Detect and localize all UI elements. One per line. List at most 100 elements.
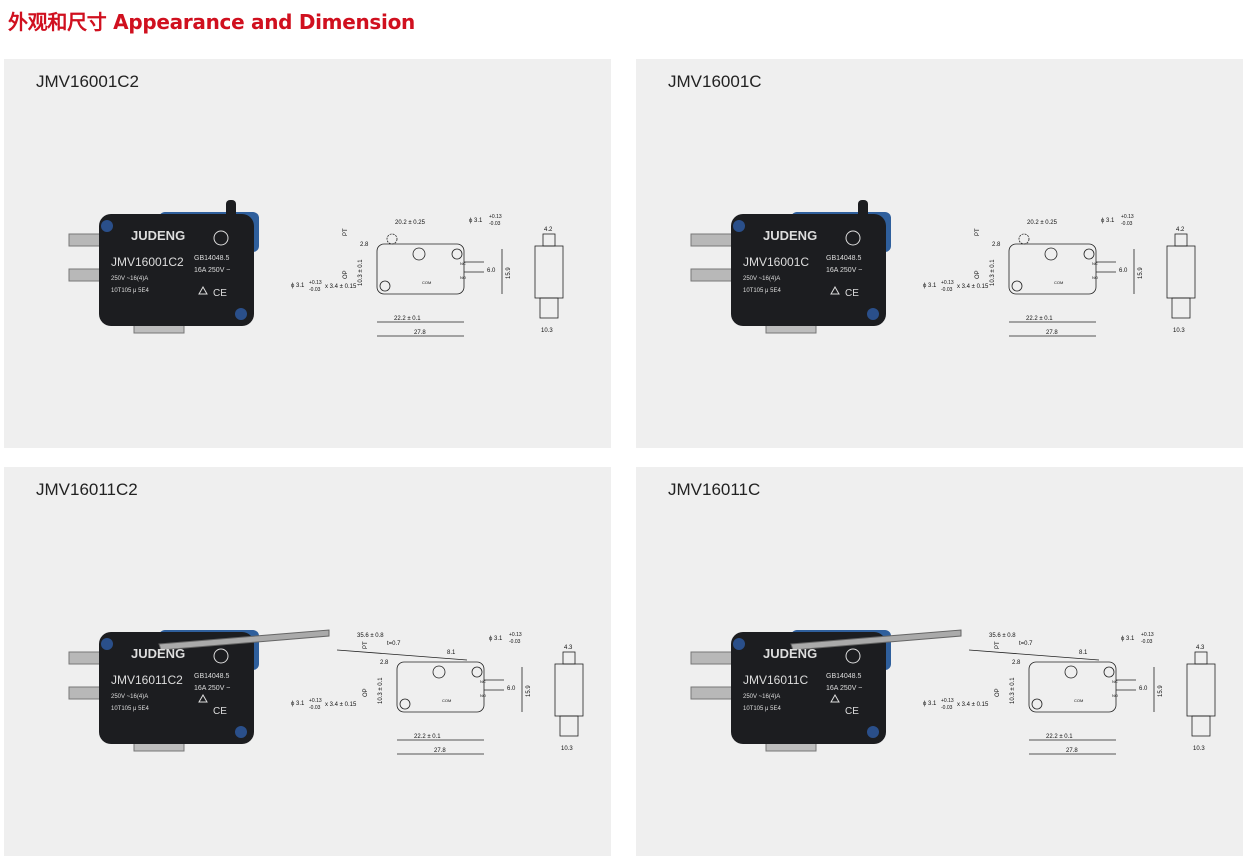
dim-slot: x 3.4 ± 0.15 xyxy=(325,284,357,290)
dim-side-top: 4.2 xyxy=(1176,227,1185,233)
dim-pt: PT xyxy=(975,228,981,236)
spec-label: 10T105 μ 5E4 xyxy=(111,706,149,712)
dim-2-8: 2.8 xyxy=(360,242,369,248)
label-com: COM xyxy=(1054,280,1063,285)
hole-outline xyxy=(1103,666,1115,678)
body-outline xyxy=(376,243,465,295)
brand-label: JUDENG xyxy=(131,646,185,661)
brand-label: JUDENG xyxy=(763,228,817,243)
spec-label: 10T105 μ 5E4 xyxy=(743,706,781,712)
rating-label: 250V ~16(4)A xyxy=(743,694,780,700)
hole-outline xyxy=(1011,280,1023,292)
dim-slot: x 3.4 ± 0.15 xyxy=(957,702,989,708)
dim-op: OP xyxy=(363,688,369,697)
label-nc: NC xyxy=(1112,679,1118,684)
dim-height: 15.9 xyxy=(526,685,532,697)
dim-side-width: 10.3 xyxy=(1173,328,1185,334)
rating-label: 250V ~16(4)A xyxy=(743,276,780,282)
current-label: 16A 250V ~ xyxy=(826,685,862,692)
dim-side-width: 10.3 xyxy=(541,328,553,334)
body-outline xyxy=(1028,661,1117,713)
dim-27-8: 27.8 xyxy=(1066,748,1078,754)
dim-hole2: ϕ 3.1 xyxy=(923,283,937,289)
side-body xyxy=(1166,245,1196,299)
dim-tol-minus: -0.03 xyxy=(941,287,953,293)
dim-terminal-gap: 6.0 xyxy=(487,268,496,274)
mount-hole xyxy=(101,638,113,650)
dim-hole-distance: 20.2 ± 0.25 xyxy=(395,220,426,226)
dimension-drawing: 35.6 ± 0.8t=0.78.1ϕ 3.1+0.13-0.03ϕ 3.1+0… xyxy=(923,632,1216,755)
warning-triangle-icon xyxy=(198,693,208,703)
dim-22-2: 22.2 ± 0.1 xyxy=(394,316,421,322)
product-name: JMV16001C2 xyxy=(36,72,140,91)
standard-label: GB14048.5 xyxy=(194,673,230,680)
hole-outline xyxy=(379,280,391,292)
dim-tol-minus: -0.03 xyxy=(941,705,953,711)
dim-pt: PT xyxy=(343,228,349,236)
model-label: JMV16001C2 xyxy=(111,255,184,269)
dim-tol-plus: +0.13 xyxy=(509,632,522,638)
lever-outline xyxy=(968,649,1100,661)
hole-outline xyxy=(471,666,483,678)
dim-hole: ϕ 3.1 xyxy=(469,218,483,224)
dim-length: 35.6 ± 0.8 xyxy=(357,633,384,639)
current-label: 16A 250V ~ xyxy=(194,267,230,274)
side-actuator xyxy=(1194,651,1208,665)
side-actuator xyxy=(562,651,576,665)
label-nc: NC xyxy=(1092,261,1098,266)
label-no: NO xyxy=(1112,693,1118,698)
hole-outline xyxy=(1044,247,1058,261)
lever-arm xyxy=(158,629,330,651)
dim-tol-plus: +0.13 xyxy=(309,698,322,704)
label-no: NO xyxy=(460,275,466,280)
dim-side-width: 10.3 xyxy=(1193,746,1205,752)
side-body xyxy=(554,663,584,717)
side-base xyxy=(1171,297,1191,319)
hole-outline xyxy=(412,247,426,261)
ccc-mark-icon xyxy=(845,648,861,664)
dim-22-2: 22.2 ± 0.1 xyxy=(1046,734,1073,740)
dim-height: 15.9 xyxy=(1138,267,1144,279)
dim-10-3: 10.3 ± 0.1 xyxy=(1010,677,1016,704)
dim-pt: PT xyxy=(995,641,1001,649)
label-nc: NC xyxy=(480,679,486,684)
ce-mark-icon: CE xyxy=(213,288,227,299)
lever-outline xyxy=(336,649,468,661)
label-no: NO xyxy=(480,693,486,698)
dim-tol-minus: -0.03 xyxy=(1141,639,1153,645)
product-name: JMV16011C xyxy=(668,480,761,499)
body-outline xyxy=(396,661,485,713)
product-name: JMV16011C2 xyxy=(36,480,138,499)
warning-triangle-icon xyxy=(830,693,840,703)
warning-triangle-icon xyxy=(198,285,208,295)
dim-tol-minus: -0.03 xyxy=(309,287,321,293)
dim-pt: PT xyxy=(363,641,369,649)
dim-27-8: 27.8 xyxy=(414,330,426,336)
dim-22-2: 22.2 ± 0.1 xyxy=(1026,316,1053,322)
dim-hole: ϕ 3.1 xyxy=(489,636,503,642)
label-com: COM xyxy=(1074,698,1083,703)
spec-label: 10T105 μ 5E4 xyxy=(743,288,781,294)
dim-hole-distance: 20.2 ± 0.25 xyxy=(1027,220,1058,226)
dim-2-8: 2.8 xyxy=(380,660,389,666)
dim-lever-offset: 8.1 xyxy=(447,650,456,656)
dim-lever-thickness: t=0.7 xyxy=(387,641,401,647)
hole-outline xyxy=(1031,698,1043,710)
dim-side-top: 4.3 xyxy=(1196,645,1205,651)
dim-10-3: 10.3 ± 0.1 xyxy=(990,259,996,286)
mount-hole xyxy=(867,726,879,738)
dim-tol-minus: -0.03 xyxy=(309,705,321,711)
model-label: JMV16011C2 xyxy=(111,673,183,687)
actuator-button xyxy=(858,200,868,218)
lever-arm xyxy=(790,629,962,651)
actuator-outline xyxy=(1018,233,1030,245)
product-name: JMV16001C xyxy=(668,72,762,91)
ce-mark-icon: CE xyxy=(845,288,859,299)
rating-label: 250V ~16(4)A xyxy=(111,276,148,282)
label-nc: NC xyxy=(460,261,466,266)
side-base xyxy=(559,715,579,737)
